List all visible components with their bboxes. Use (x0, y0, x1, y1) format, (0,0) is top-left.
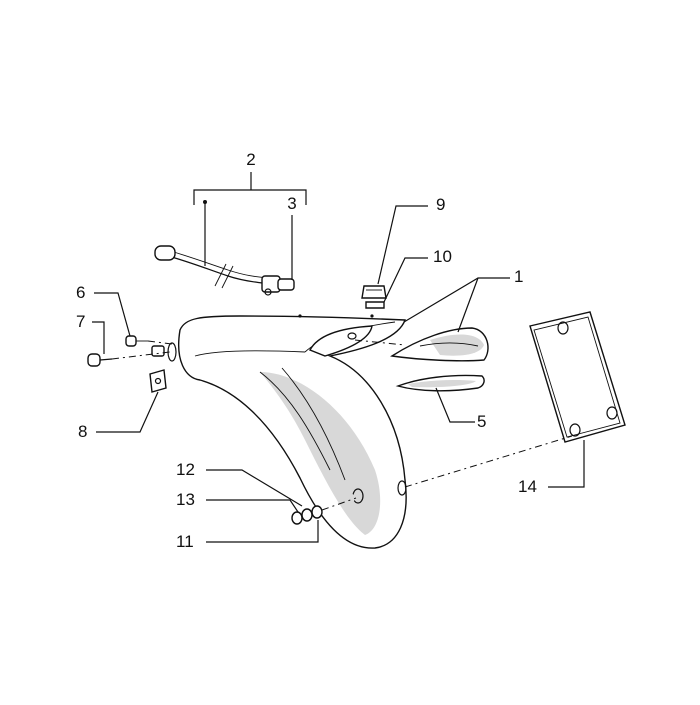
clip-nut-part (149, 345, 167, 393)
callout-7: 7 (76, 312, 85, 331)
callout-14: 14 (518, 477, 537, 496)
reflector-housing-part (390, 327, 489, 362)
leader-lines (92, 172, 585, 543)
assembly-lines (111, 339, 573, 511)
callout-5: 5 (477, 412, 486, 431)
callout-3: 3 (287, 194, 296, 213)
nut-part (361, 285, 387, 299)
callout-2: 2 (246, 150, 255, 169)
license-plate-part (529, 311, 626, 443)
spacer-part (365, 301, 385, 309)
callout-1: 1 (514, 267, 523, 286)
callout-9: 9 (436, 195, 445, 214)
callout-12: 12 (176, 460, 195, 479)
callout-6: 6 (76, 283, 85, 302)
reflector-lens-part (395, 374, 485, 392)
callout-10: 10 (433, 247, 452, 266)
callout-11: 11 (176, 532, 194, 551)
mudguard-part (167, 314, 407, 549)
wiring-harness-part (154, 245, 295, 296)
callout-8: 8 (78, 422, 87, 441)
screw-part (87, 353, 113, 367)
grommet-part (125, 335, 148, 347)
callout-labels: 2 3 9 10 1 5 6 7 8 12 13 11 14 (76, 150, 537, 551)
callout-13: 13 (176, 490, 195, 509)
washer-stack-part (291, 505, 323, 525)
